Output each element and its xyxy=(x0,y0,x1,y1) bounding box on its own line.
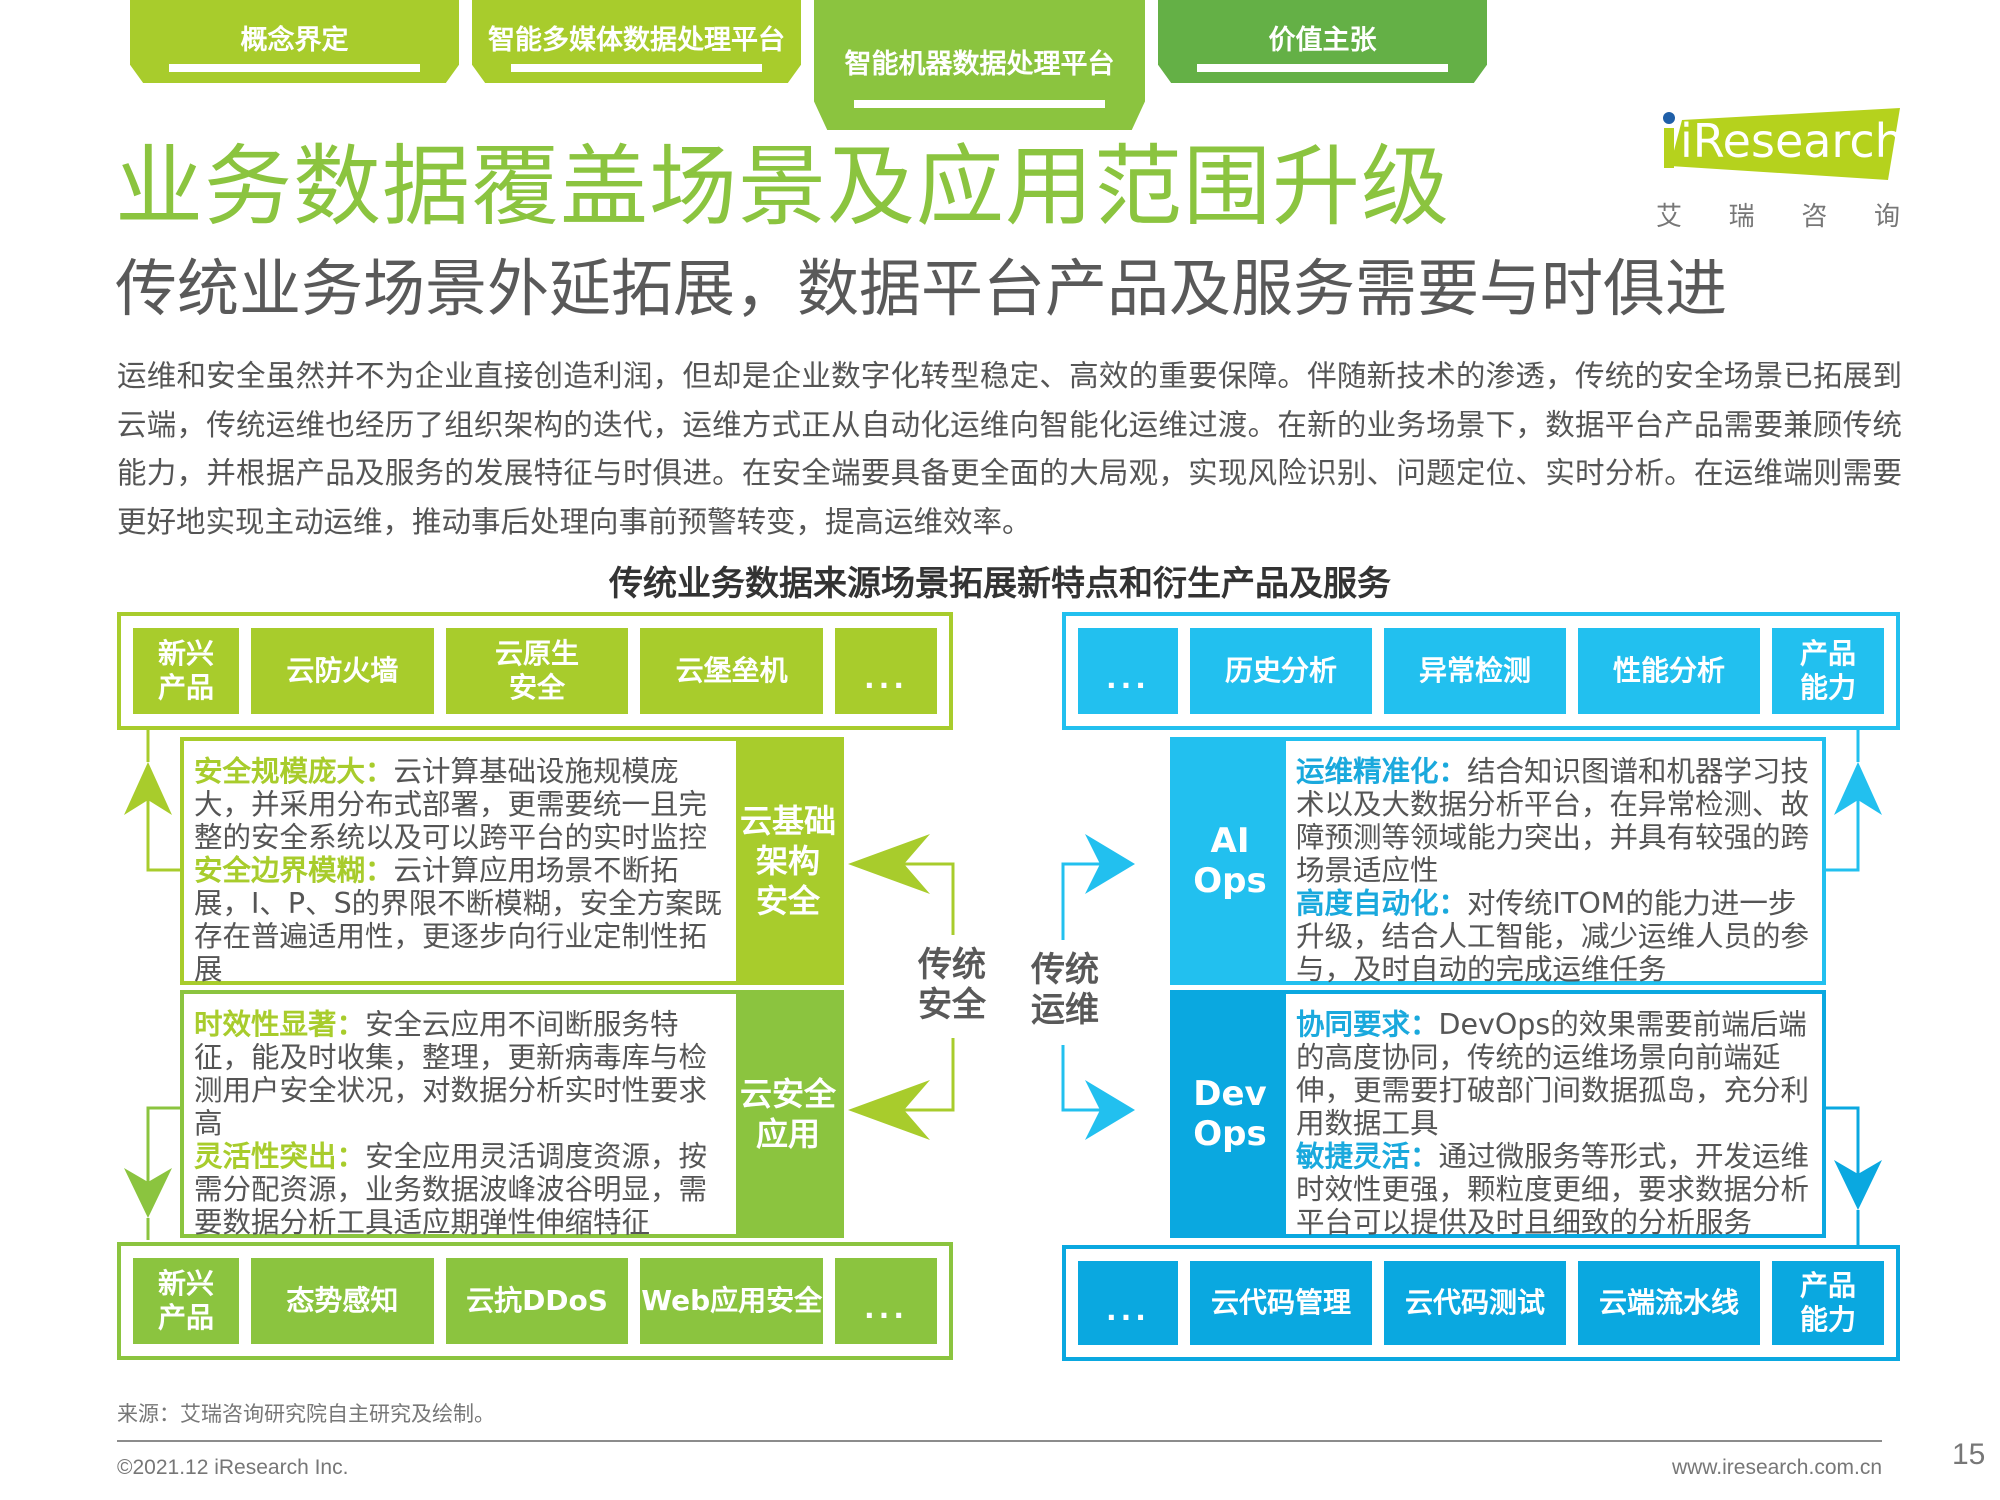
copyright: ©2021.12 iResearch Inc. xyxy=(117,1456,349,1479)
logo-mark-icon xyxy=(1663,108,1900,180)
point-text: 安全云应用不间断服务特征，能及时收集，整理，更新病毒库与检测用户安全状况，对数据… xyxy=(194,1008,708,1140)
nav-tab-concept[interactable]: 概念界定 xyxy=(130,0,459,83)
product-cell-cloud-native-security: 云原生安全 xyxy=(445,628,629,714)
product-cell-history-analysis: 历史分析 xyxy=(1190,628,1372,714)
footer-divider xyxy=(117,1440,1882,1442)
ops-products-bottom: ... 云代码管理 云代码测试 云端流水线 产品能力 xyxy=(1062,1245,1900,1361)
point-key: 安全边界模糊： xyxy=(194,854,394,887)
product-cell-more: ... xyxy=(1078,628,1178,714)
product-cell-more: ... xyxy=(835,628,938,714)
logo-cn-char: 咨 xyxy=(1801,202,1828,232)
devops-text: 协同要求：DevOps的效果需要前端后端的高度协同，传统的运维场景向前端延伸，更… xyxy=(1296,1008,1814,1239)
logo-cn-text: 艾 瑞 咨 询 xyxy=(1656,196,1900,233)
point-key: 时效性显著： xyxy=(194,1008,366,1041)
product-cell-emerging: 新兴产品 xyxy=(133,1258,239,1344)
product-cell-cloud-pipeline: 云端流水线 xyxy=(1578,1261,1760,1345)
point-text: DevOps的效果需要前端后端的高度协同，传统的运维场景向前端延伸，更需要打破部… xyxy=(1296,1008,1810,1140)
point-text: 云计算基础设施规模庞大，并采用分布式部署，更需要统一且完整的安全系统以及可以跨平… xyxy=(194,755,708,854)
label-line: 安全 xyxy=(918,985,986,1025)
product-cell-cloud-anti-ddos: 云抗DDoS xyxy=(445,1258,629,1344)
nav-tab-label: 价值主张 xyxy=(1268,25,1377,56)
product-cell-situational-awareness: 态势感知 xyxy=(251,1258,434,1344)
page-subtitle: 传统业务场景外延拓展，数据平台产品及服务需要与时俱进 xyxy=(115,252,1728,325)
page-title: 业务数据覆盖场景及应用范围升级 xyxy=(115,135,1451,238)
logo-text: iResearch xyxy=(1680,114,1904,168)
tab-underline xyxy=(511,64,762,72)
product-cell-capability: 产品能力 xyxy=(1772,1261,1884,1345)
point-text: 对传统ITOM的能力进一步升级，结合人工智能，减少运维人员的参与，及时自动的完成… xyxy=(1296,887,1810,986)
arrow-down-icon xyxy=(124,1168,172,1218)
product-cell-cloud-code-testing: 云代码测试 xyxy=(1384,1261,1566,1345)
cloud-security-app-label: 云安全应用 xyxy=(736,994,840,1234)
arrow-left-icon xyxy=(848,834,930,894)
cloud-infra-security-label: 云基础架构安全 xyxy=(736,741,840,981)
ops-products-top: ... 历史分析 异常检测 性能分析 产品能力 xyxy=(1062,612,1900,730)
point-key: 协同要求： xyxy=(1296,1008,1439,1041)
nav-tab-machine-data-platform[interactable]: 智能机器数据处理平台 xyxy=(814,0,1145,130)
point-text: 结合知识图谱和机器学习技术以及大数据分析平台，在异常检测、故障预测等领域能力突出… xyxy=(1296,755,1810,887)
cloud-infra-security-box: 安全规模庞大：云计算基础设施规模庞大，并采用分布式部署，更需要统一且完整的安全系… xyxy=(180,737,844,986)
product-cell-web-app-security: Web应用安全 xyxy=(640,1258,824,1344)
nav-tab-label: 智能多媒体数据处理平台 xyxy=(488,25,785,56)
product-cell-more: ... xyxy=(835,1258,938,1344)
tab-underline xyxy=(1197,64,1448,72)
nav-tab-label: 概念界定 xyxy=(240,25,349,56)
product-cell-emerging: 新兴产品 xyxy=(133,628,239,714)
arrow-right-icon xyxy=(1085,1080,1135,1140)
point-key: 灵活性突出： xyxy=(194,1140,366,1173)
point-key: 敏捷灵活： xyxy=(1296,1140,1439,1173)
website-link[interactable]: www.iresearch.com.cn xyxy=(1671,1456,1882,1479)
intro-paragraph: 运维和安全虽然并不为企业直接创造利润，但却是企业数字化转型稳定、高效的重要保障。… xyxy=(117,359,1902,539)
product-cell-cloud-firewall: 云防火墙 xyxy=(251,628,434,714)
logo-cn-char: 瑞 xyxy=(1728,202,1755,232)
product-cell-cloud-code-management: 云代码管理 xyxy=(1190,1261,1372,1345)
logo-cn-char: 艾 xyxy=(1656,202,1683,232)
aiops-text: 运维精准化：结合知识图谱和机器学习技术以及大数据分析平台，在异常检测、故障预测等… xyxy=(1296,755,1814,986)
arrow-up-icon xyxy=(1834,762,1882,815)
logo-cn-char: 询 xyxy=(1873,202,1900,232)
point-key: 安全规模庞大： xyxy=(194,755,394,788)
cloud-security-app-box: 时效性显著：安全云应用不间断服务特征，能及时收集，整理，更新病毒库与检测用户安全… xyxy=(180,990,844,1239)
label-line: 传统 xyxy=(1031,950,1099,990)
point-key: 运维精准化： xyxy=(1296,755,1468,788)
iresearch-logo: iResearch xyxy=(1660,108,1904,180)
nav-tab-label: 智能机器数据处理平台 xyxy=(844,49,1115,80)
label-traditional-security: 传统 安全 xyxy=(912,945,992,1025)
point-text: 通过微服务等形式，开发运维时效性更强，颗粒度更细，要求数据分析平台可以提供及时且… xyxy=(1296,1140,1810,1239)
label-line: 运维 xyxy=(1031,990,1099,1030)
label-line: 传统 xyxy=(918,945,986,985)
nav-tab-multimedia-platform[interactable]: 智能多媒体数据处理平台 xyxy=(472,0,801,83)
security-products-top: 新兴产品 云防火墙 云原生安全 云堡垒机 ... xyxy=(117,612,953,730)
diagram-title: 传统业务数据来源场景拓展新特点和衍生产品及服务 xyxy=(609,564,1391,604)
product-cell-capability: 产品能力 xyxy=(1772,628,1884,714)
product-cell-cloud-bastion: 云堡垒机 xyxy=(640,628,824,714)
source-note: 来源：艾瑞咨询研究院自主研究及绘制。 xyxy=(117,1402,495,1426)
tab-underline xyxy=(169,64,420,72)
arrow-down-icon xyxy=(1834,1160,1882,1210)
security-products-bottom: 新兴产品 态势感知 云抗DDoS Web应用安全 ... xyxy=(117,1242,953,1360)
point-key: 高度自动化： xyxy=(1296,887,1468,920)
point-text: 安全应用灵活调度资源，按需分配资源，业务数据波峰波谷明显，需要数据分析工具适应期… xyxy=(194,1140,708,1239)
product-cell-more: ... xyxy=(1078,1261,1178,1345)
product-cell-performance-analysis: 性能分析 xyxy=(1578,628,1760,714)
arrow-up-icon xyxy=(124,762,172,815)
point-text: 云计算应用场景不断拓展，I、P、S的界限不断模糊，安全方案既存在普遍适用性，更逐… xyxy=(194,854,723,986)
page-number: 15 xyxy=(1952,1438,1986,1471)
cloud-infra-security-text: 安全规模庞大：云计算基础设施规模庞大，并采用分布式部署，更需要统一且完整的安全系… xyxy=(194,755,728,986)
arrow-left-icon xyxy=(848,1080,930,1140)
tab-underline xyxy=(853,100,1106,108)
cloud-security-app-text: 时效性显著：安全云应用不间断服务特征，能及时收集，整理，更新病毒库与检测用户安全… xyxy=(194,1008,728,1239)
product-cell-anomaly-detection: 异常检测 xyxy=(1384,628,1566,714)
nav-tab-value-proposition[interactable]: 价值主张 xyxy=(1158,0,1487,83)
label-traditional-ops: 传统 运维 xyxy=(1025,950,1105,1030)
arrow-right-icon xyxy=(1085,834,1135,894)
